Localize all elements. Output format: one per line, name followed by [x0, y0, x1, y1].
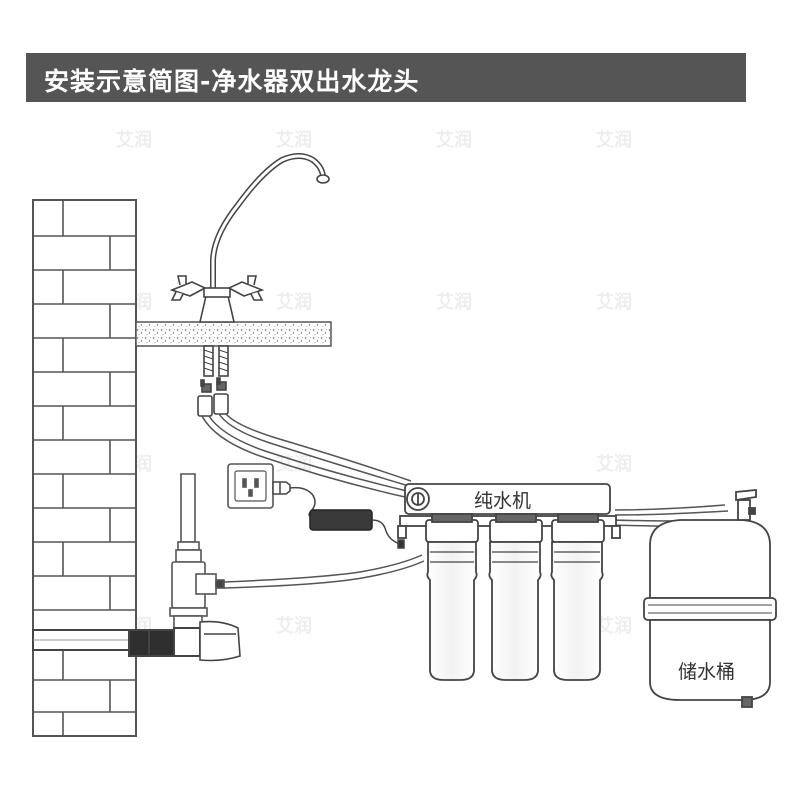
- countertop: [135, 321, 332, 347]
- feed-tube: [223, 554, 425, 589]
- brick-wall: [32, 199, 137, 737]
- wall-pipe: [32, 627, 201, 657]
- power-adapter-icon: [272, 481, 405, 549]
- faucet-tubes: [201, 413, 412, 498]
- page-title: 安装示意简图-净水器双出水龙头: [44, 67, 420, 96]
- title-banner: 安装示意简图-净水器双出水龙头: [26, 53, 746, 102]
- storage-tank: [643, 489, 777, 708]
- machine-label: 纯水机: [474, 490, 532, 512]
- power-socket-icon: [227, 463, 274, 509]
- faucet-icon: [169, 153, 330, 417]
- ball-valve-icon: [199, 620, 241, 662]
- tank-label: 储水桶: [678, 661, 736, 683]
- supply-pipe: [169, 473, 225, 637]
- ro-machine: [397, 483, 621, 681]
